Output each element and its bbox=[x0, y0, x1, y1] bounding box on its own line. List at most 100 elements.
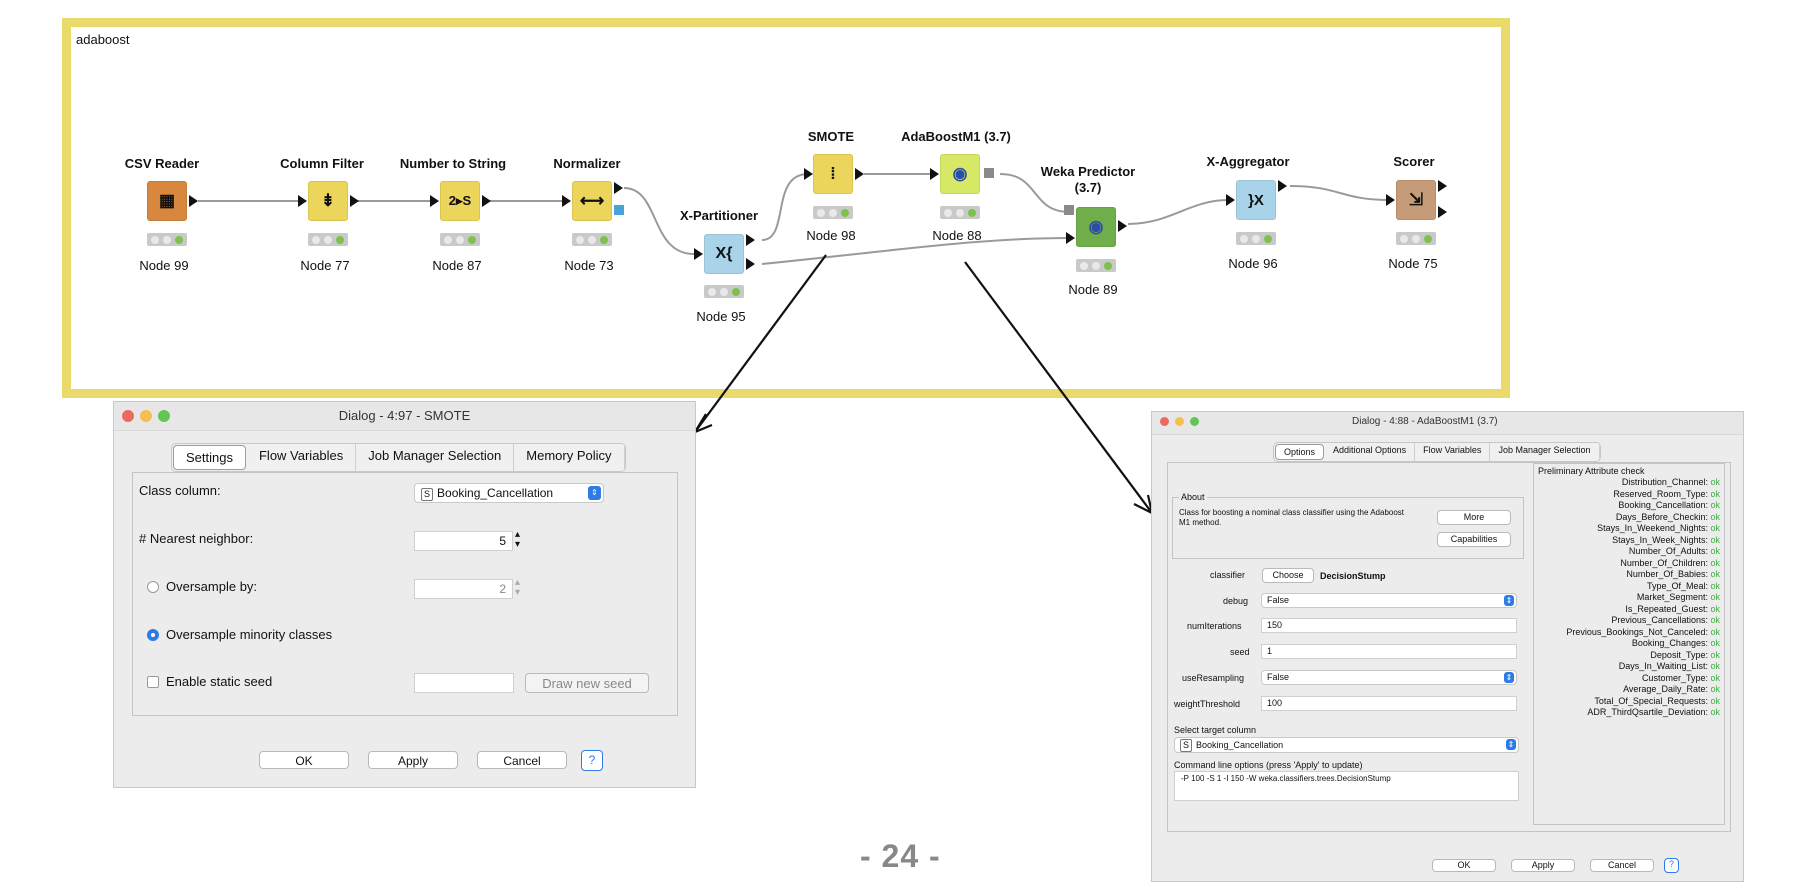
oversample-by-input[interactable]: 2 bbox=[414, 579, 513, 599]
seed-input[interactable]: 1 bbox=[1261, 644, 1517, 659]
numiterations-input[interactable]: 150 bbox=[1261, 618, 1517, 633]
attribute-row: Previous_Cancellations: ok bbox=[1611, 615, 1720, 625]
help-icon[interactable]: ? bbox=[581, 750, 603, 771]
cancel-button[interactable]: Cancel bbox=[1590, 859, 1654, 872]
tab-options[interactable]: Options bbox=[1275, 444, 1325, 460]
cancel-button[interactable]: Cancel bbox=[477, 751, 567, 769]
model-port[interactable] bbox=[614, 205, 624, 215]
output-port[interactable] bbox=[746, 234, 755, 246]
attribute-row: Booking_Cancellation: ok bbox=[1618, 500, 1720, 510]
oversample-by-radio[interactable] bbox=[147, 581, 159, 593]
node-label[interactable]: Node 75 bbox=[1388, 256, 1438, 271]
command-line-field[interactable]: -P 100 -S 1 -I 150 -W weka.classifiers.t… bbox=[1174, 771, 1519, 801]
node-label[interactable]: Node 95 bbox=[696, 309, 746, 324]
attribute-status: ok bbox=[1710, 523, 1720, 533]
apply-button[interactable]: Apply bbox=[1511, 859, 1575, 872]
tab-job-manager-selection[interactable]: Job Manager Selection bbox=[1490, 443, 1600, 461]
output-port[interactable] bbox=[189, 195, 198, 207]
input-port[interactable] bbox=[430, 195, 439, 207]
node-label[interactable]: Node 77 bbox=[300, 258, 350, 273]
output-port[interactable] bbox=[1118, 220, 1127, 232]
help-icon[interactable]: ? bbox=[1664, 858, 1679, 873]
static-seed-checkbox[interactable] bbox=[147, 676, 159, 688]
close-icon[interactable] bbox=[122, 410, 134, 422]
attribute-status: ok bbox=[1710, 500, 1720, 510]
close-icon[interactable] bbox=[1160, 417, 1169, 426]
minimize-icon[interactable] bbox=[140, 410, 152, 422]
oversample-minority-radio[interactable] bbox=[147, 629, 159, 641]
attribute-name: Number_Of_Adults bbox=[1628, 546, 1706, 556]
target-column-label: Select target column bbox=[1174, 725, 1257, 735]
input-port[interactable] bbox=[1066, 232, 1075, 244]
node-label[interactable]: Node 99 bbox=[139, 258, 189, 273]
node-label[interactable]: Node 73 bbox=[564, 258, 614, 273]
input-port[interactable] bbox=[562, 195, 571, 207]
normalizer-icon: ⟷ bbox=[572, 181, 612, 221]
nearest-neighbor-input[interactable]: 5 bbox=[414, 531, 513, 551]
ok-button[interactable]: OK bbox=[259, 751, 349, 769]
attribute-status: ok bbox=[1710, 580, 1720, 591]
output-port[interactable] bbox=[855, 168, 864, 180]
model-input-port[interactable] bbox=[1064, 205, 1074, 215]
ok-button[interactable]: OK bbox=[1432, 859, 1496, 872]
tab-bar: Options Additional Options Flow Variable… bbox=[1273, 442, 1601, 462]
tab-memory-policy[interactable]: Memory Policy bbox=[514, 444, 625, 471]
smote-dialog: Dialog - 4:97 - SMOTE Settings Flow Vari… bbox=[113, 401, 696, 788]
input-port[interactable] bbox=[694, 248, 703, 260]
node-title: Weka Predictor bbox=[1040, 164, 1136, 179]
tab-settings[interactable]: Settings bbox=[173, 445, 246, 470]
zoom-icon[interactable] bbox=[1190, 417, 1199, 426]
output-port[interactable] bbox=[1438, 206, 1447, 218]
input-port[interactable] bbox=[1386, 194, 1395, 206]
node-label[interactable]: Node 88 bbox=[932, 228, 982, 243]
attribute-status: ok bbox=[1710, 546, 1720, 556]
model-port[interactable] bbox=[984, 168, 994, 178]
debug-select[interactable]: False⇕ bbox=[1261, 593, 1517, 608]
tab-flow-variables[interactable]: Flow Variables bbox=[246, 444, 357, 471]
draw-new-seed-button[interactable]: Draw new seed bbox=[525, 673, 649, 693]
loop-start-icon: X{ bbox=[704, 234, 744, 274]
more-button[interactable]: More bbox=[1437, 510, 1511, 525]
node-title: Scorer bbox=[1393, 154, 1435, 169]
attribute-name: Previous_Bookings_Not_Canceled bbox=[1566, 626, 1706, 637]
stepper-icon[interactable]: ▴▾ bbox=[515, 577, 521, 598]
input-port[interactable] bbox=[298, 195, 307, 207]
output-port[interactable] bbox=[350, 195, 359, 207]
minimize-icon[interactable] bbox=[1175, 417, 1184, 426]
attribute-row: Previous_Bookings_Not_Canceled: ok bbox=[1566, 626, 1720, 637]
zoom-icon[interactable] bbox=[158, 410, 170, 422]
classifier-label: classifier bbox=[1210, 570, 1246, 580]
choose-button[interactable]: Choose bbox=[1262, 568, 1314, 583]
output-port[interactable] bbox=[746, 258, 755, 270]
stepper-icon[interactable]: ▴▾ bbox=[515, 529, 521, 550]
capabilities-button[interactable]: Capabilities bbox=[1437, 532, 1511, 547]
output-port[interactable] bbox=[482, 195, 491, 207]
node-label[interactable]: Node 87 bbox=[432, 258, 482, 273]
node-label[interactable]: Node 96 bbox=[1228, 256, 1278, 271]
tab-job-manager-selection[interactable]: Job Manager Selection bbox=[356, 444, 515, 471]
useresampling-select[interactable]: False⇕ bbox=[1261, 670, 1517, 685]
node-label[interactable]: Node 98 bbox=[806, 228, 856, 243]
attribute-status: ok bbox=[1710, 534, 1720, 545]
numiterations-label: numIterations bbox=[1187, 621, 1242, 631]
input-port[interactable] bbox=[1226, 194, 1235, 206]
input-port[interactable] bbox=[930, 168, 939, 180]
attribute-status: ok bbox=[1710, 707, 1720, 717]
output-port[interactable] bbox=[614, 182, 623, 194]
node-label[interactable]: Node 89 bbox=[1068, 282, 1118, 297]
weightthreshold-input[interactable]: 100 bbox=[1261, 696, 1517, 711]
attribute-status: ok bbox=[1710, 603, 1720, 614]
output-port[interactable] bbox=[1278, 180, 1287, 192]
useresampling-value: False bbox=[1267, 672, 1290, 682]
tab-flow-variables[interactable]: Flow Variables bbox=[1415, 443, 1491, 461]
output-port[interactable] bbox=[1438, 180, 1447, 192]
seed-input[interactable] bbox=[414, 673, 514, 693]
weightthreshold-label: weightThreshold bbox=[1174, 699, 1241, 709]
input-port[interactable] bbox=[804, 168, 813, 180]
tab-additional-options[interactable]: Additional Options bbox=[1325, 443, 1416, 461]
apply-button[interactable]: Apply bbox=[368, 751, 458, 769]
attribute-name: Days_Before_Checkin bbox=[1615, 511, 1706, 522]
node-title: Normalizer bbox=[553, 156, 621, 171]
